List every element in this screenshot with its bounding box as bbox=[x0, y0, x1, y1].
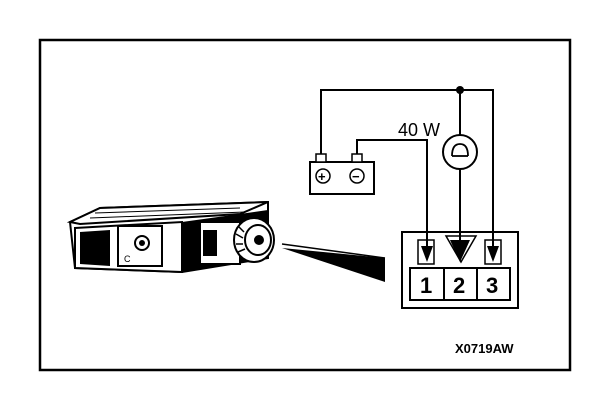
battery-positive-icon bbox=[315, 168, 331, 184]
component-mark: C bbox=[124, 254, 131, 264]
wattage-label: 40 W bbox=[398, 120, 440, 140]
figure-frame bbox=[38, 38, 572, 372]
wire-junction bbox=[456, 86, 464, 94]
component-unit: C bbox=[66, 200, 275, 274]
svg-text:+: + bbox=[318, 169, 326, 184]
pin-2-arrow bbox=[450, 240, 470, 262]
pin-3-arrow bbox=[487, 246, 499, 262]
component-screw-icon bbox=[134, 235, 150, 251]
lamp-icon bbox=[442, 134, 478, 170]
pin-3-label: 3 bbox=[486, 273, 498, 298]
battery: + − bbox=[309, 153, 375, 195]
test-lamp bbox=[442, 134, 478, 170]
wiring bbox=[320, 89, 494, 248]
pin-2-label: 2 bbox=[453, 273, 465, 298]
figure-code: X0719AW bbox=[455, 341, 514, 356]
svg-text:−: − bbox=[352, 169, 360, 184]
pin-1-arrow bbox=[421, 246, 433, 262]
battery-negative-icon bbox=[349, 168, 365, 184]
component-label-plate bbox=[117, 225, 163, 267]
projection-beam bbox=[282, 248, 385, 282]
pin-1-label: 1 bbox=[420, 273, 432, 298]
